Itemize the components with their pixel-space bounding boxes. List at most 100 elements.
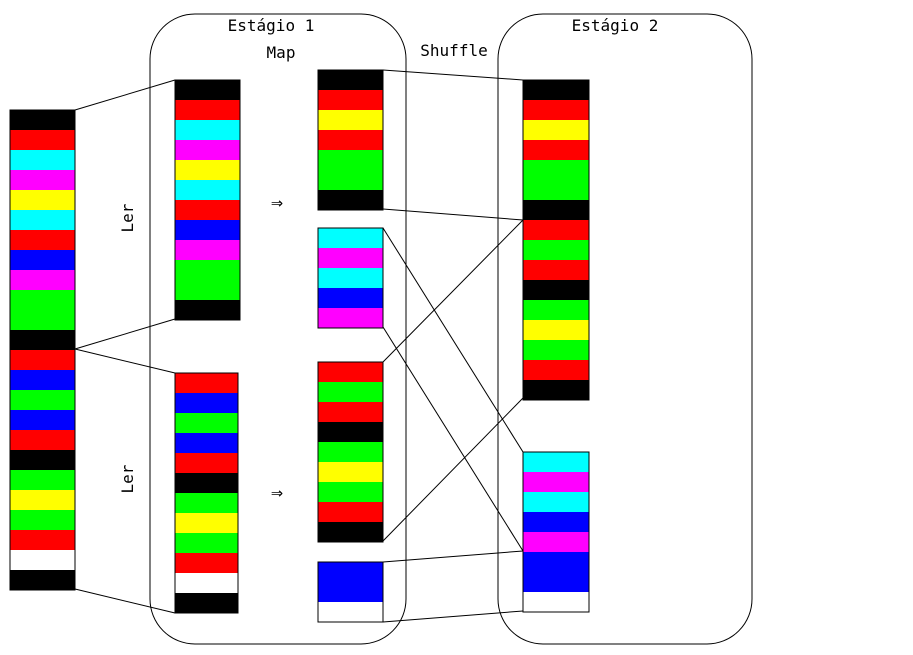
shuffle-line	[382, 219, 524, 363]
block-outline	[317, 69, 384, 211]
stripe-cyan	[10, 210, 75, 230]
stripe-red	[523, 140, 589, 160]
stripe-yellow	[10, 190, 75, 210]
stripe-red	[10, 230, 75, 250]
stripe-green	[10, 290, 75, 310]
stripe-white	[318, 602, 383, 622]
stripe-cyan	[175, 120, 240, 140]
stripe-blue	[175, 393, 238, 413]
map-bottom-b-block	[317, 561, 384, 623]
stripe-black	[523, 80, 589, 100]
stage2-a-block	[522, 79, 590, 401]
stripe-cyan	[523, 492, 589, 512]
stripe-green	[175, 413, 238, 433]
stripe-black	[10, 330, 75, 350]
stripe-yellow	[523, 320, 589, 340]
stripe-green	[10, 390, 75, 410]
stripe-black	[523, 200, 589, 220]
split-bottom-block	[174, 372, 239, 614]
stripe-green	[318, 442, 383, 462]
block-outline	[174, 79, 241, 321]
stripe-red	[10, 430, 75, 450]
stripe-black	[318, 70, 383, 90]
stripe-red	[175, 373, 238, 393]
stripe-blue	[318, 582, 383, 602]
stripe-black	[10, 450, 75, 470]
stripe-blue	[10, 410, 75, 430]
stripe-magenta	[10, 170, 75, 190]
stripe-green	[10, 470, 75, 490]
stripe-red	[318, 502, 383, 522]
stripe-black	[318, 190, 383, 210]
shuffle-line	[382, 610, 524, 623]
stripe-green	[523, 340, 589, 360]
block-outline	[522, 79, 590, 401]
stripe-green	[175, 493, 238, 513]
block-outline	[317, 227, 384, 329]
stripe-red	[523, 220, 589, 240]
map-arrow-bottom: ⇒	[271, 480, 283, 504]
stripe-yellow	[175, 160, 240, 180]
stripe-black	[318, 422, 383, 442]
stripe-white	[10, 550, 75, 570]
stripe-green	[10, 510, 75, 530]
stripe-red	[318, 90, 383, 110]
stripe-blue	[175, 220, 240, 240]
stripe-blue	[10, 250, 75, 270]
connector-line	[74, 588, 176, 614]
stripe-green	[318, 382, 383, 402]
split-top-block	[174, 79, 241, 321]
map-arrow-top: ⇒	[271, 190, 283, 214]
stripe-green	[318, 482, 383, 502]
stripe-black	[10, 570, 75, 590]
connector-line	[74, 79, 176, 111]
stripe-red	[175, 100, 240, 120]
map-label: Map	[267, 43, 296, 62]
stripe-green	[175, 533, 238, 553]
shuffle-line	[382, 208, 524, 221]
map-bottom-a-block	[317, 361, 384, 543]
stripe-red	[318, 130, 383, 150]
block-outline	[317, 561, 384, 623]
stripe-red	[10, 530, 75, 550]
stripe-cyan	[175, 180, 240, 200]
stage2-container	[497, 13, 753, 645]
stripe-magenta	[318, 248, 383, 268]
stripe-red	[10, 130, 75, 150]
shuffle-label: Shuffle	[420, 41, 487, 60]
stripe-cyan	[10, 150, 75, 170]
stripe-green	[10, 310, 75, 330]
stripe-black	[523, 280, 589, 300]
stripe-blue	[318, 562, 383, 582]
stripe-yellow	[10, 490, 75, 510]
stripe-yellow	[318, 462, 383, 482]
map-top-b-block	[317, 227, 384, 329]
stripe-red	[318, 402, 383, 422]
block-outline	[9, 109, 76, 591]
shuffle-line	[382, 550, 524, 563]
map-top-a-block	[317, 69, 384, 211]
stripe-magenta	[175, 240, 240, 260]
connector-lines	[74, 69, 524, 623]
stripe-magenta	[175, 140, 240, 160]
stripe-white	[523, 592, 589, 612]
stripe-black	[318, 522, 383, 542]
stripe-black	[523, 380, 589, 400]
stripe-green	[175, 260, 240, 280]
stripe-blue	[523, 512, 589, 532]
stage1-container	[149, 13, 407, 645]
connector-line	[74, 318, 176, 350]
stripe-yellow	[175, 513, 238, 533]
read-label-top: Ler	[118, 203, 137, 232]
stripe-green	[318, 170, 383, 190]
stripe-green	[523, 160, 589, 180]
stripe-green	[175, 280, 240, 300]
connector-line	[74, 348, 176, 374]
shuffle-line	[382, 326, 524, 552]
stripe-red	[175, 453, 238, 473]
stripe-black	[175, 473, 238, 493]
stripe-green	[523, 300, 589, 320]
stripe-red	[523, 260, 589, 280]
stage2-label: Estágio 2	[572, 16, 659, 35]
